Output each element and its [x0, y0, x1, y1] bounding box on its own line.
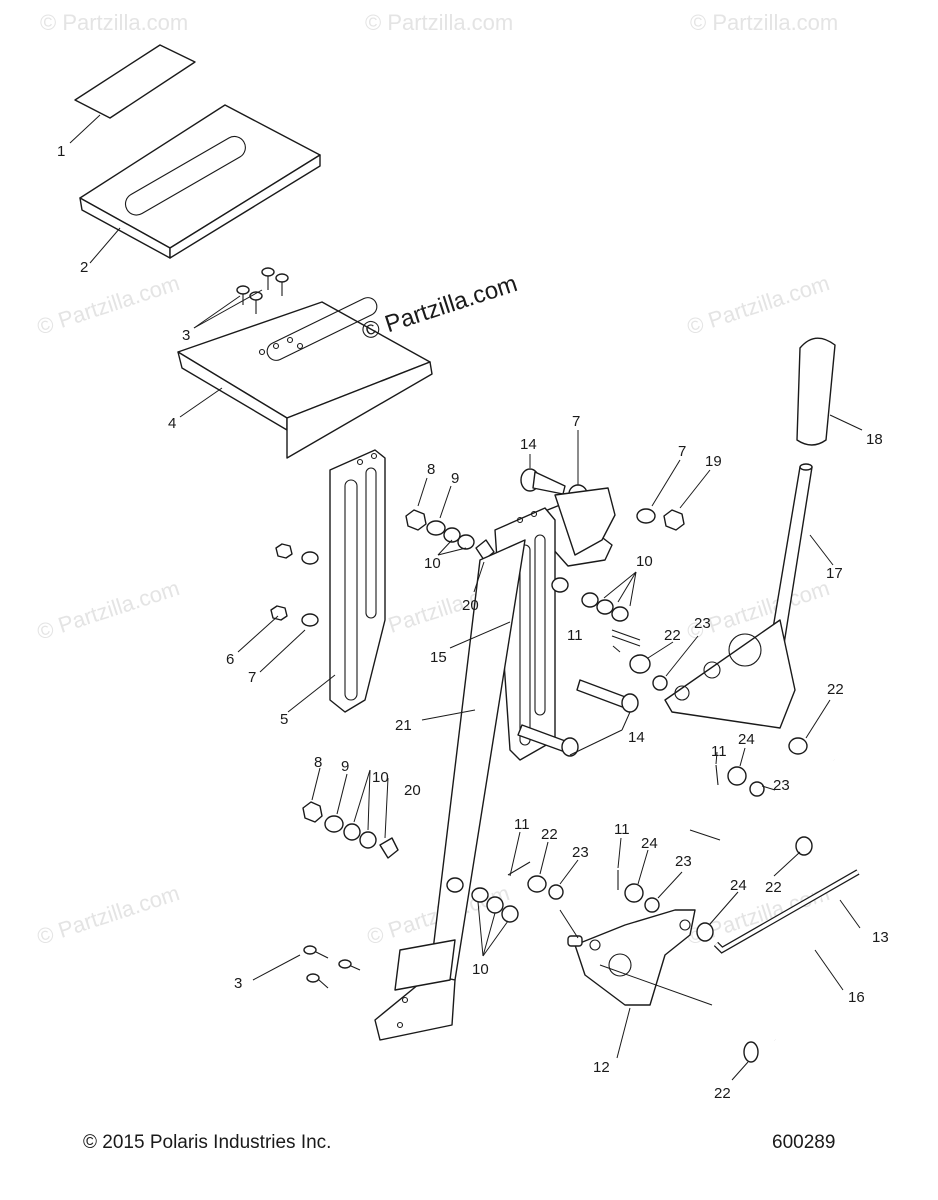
- callout-10: 10: [424, 555, 441, 572]
- watermark-main: © Partzilla.com: [359, 270, 521, 346]
- callout-5: 5: [280, 711, 288, 728]
- callout-9: 9: [341, 758, 349, 775]
- hardware-stack-upper: [405, 509, 495, 561]
- part-14-bolt-top: [520, 468, 566, 495]
- callout-22: 22: [765, 879, 782, 896]
- callout-23: 23: [773, 777, 790, 794]
- callout-24: 24: [641, 835, 658, 852]
- hardware-stack-lower-left: [302, 801, 399, 859]
- hardware-stack-lower-right: [617, 737, 813, 1063]
- callout-11: 11: [514, 816, 530, 833]
- callout-14: 14: [628, 729, 645, 746]
- callout-7: 7: [678, 443, 686, 460]
- callout-17: 17: [826, 565, 843, 582]
- callout-7: 7: [248, 669, 256, 686]
- watermark: © Partzilla.com: [34, 880, 183, 950]
- callout-22: 22: [541, 826, 558, 843]
- part-17-shift-arm: [664, 463, 813, 729]
- callout-12: 12: [593, 1059, 610, 1076]
- callout-11: 11: [567, 627, 583, 644]
- part-21-main-lever: [374, 539, 526, 1041]
- watermark: © Partzilla.com: [684, 270, 833, 340]
- callout-2: 2: [80, 259, 88, 276]
- hardware-stack-lower-mid: [446, 861, 564, 923]
- callout-9: 9: [451, 470, 459, 487]
- hardware-stack-mid: [551, 577, 668, 691]
- callout-13: 13: [872, 929, 889, 946]
- callout-22: 22: [714, 1085, 731, 1102]
- leader-lines: [69, 114, 863, 1081]
- callout-1: 1: [57, 143, 65, 160]
- callout-16: 16: [848, 989, 865, 1006]
- callout-numbers: 1 2 3 4 5 6 7 8 9 10 20 14 7 7 19 10 15 …: [57, 143, 889, 1102]
- part-4-bracket-plate: [177, 297, 433, 459]
- callout-3: 3: [182, 327, 190, 344]
- callout-23: 23: [675, 853, 692, 870]
- watermark: © Partzilla.com: [34, 575, 183, 645]
- part-16-linkage-rod: [774, 758, 846, 1045]
- part-2-pad: [79, 104, 321, 259]
- callout-23: 23: [572, 844, 589, 861]
- part-5-slotted-bracket: [329, 449, 386, 713]
- callout-10: 10: [636, 553, 653, 570]
- callout-18: 18: [866, 431, 883, 448]
- callout-11: 11: [711, 743, 727, 760]
- watermark: © Partzilla.com: [365, 10, 513, 35]
- callout-10: 10: [372, 769, 389, 786]
- callout-23: 23: [694, 615, 711, 632]
- callout-22: 22: [827, 681, 844, 698]
- callout-4: 4: [168, 415, 176, 432]
- part-18-grip: [796, 337, 836, 446]
- callout-11: 11: [614, 821, 630, 838]
- watermark: © Partzilla.com: [690, 10, 838, 35]
- callout-22: 22: [664, 627, 681, 644]
- callout-14: 14: [520, 436, 537, 453]
- callout-19: 19: [705, 453, 722, 470]
- callout-20: 20: [404, 782, 421, 799]
- watermark: © Partzilla.com: [684, 575, 833, 645]
- callout-20: 20: [462, 597, 479, 614]
- part-3-screws-top: [236, 267, 289, 314]
- callout-24: 24: [738, 731, 755, 748]
- callout-7: 7: [572, 413, 580, 430]
- callout-24: 24: [730, 877, 747, 894]
- callout-3: 3: [234, 975, 242, 992]
- part-19-nut: [663, 509, 685, 531]
- part-3-screws-lower: [303, 945, 361, 989]
- callout-6: 6: [226, 651, 234, 668]
- watermark: © Partzilla.com: [40, 10, 188, 35]
- part-14-bolts-lower: [517, 679, 639, 757]
- diagram-number: 600289: [772, 1132, 835, 1153]
- callout-21: 21: [395, 717, 412, 734]
- callout-8: 8: [314, 754, 322, 771]
- part-13-linkage-rod: [713, 869, 860, 954]
- callout-15: 15: [430, 649, 447, 666]
- callout-10: 10: [472, 961, 489, 978]
- part-12-bellcrank: [567, 909, 696, 1006]
- watermark: © Partzilla.com: [34, 270, 183, 340]
- callout-8: 8: [427, 461, 435, 478]
- copyright-text: © 2015 Polaris Industries Inc.: [83, 1132, 331, 1153]
- part-1-decal: [74, 44, 196, 119]
- part-6-7-nuts-washers-left: [270, 543, 319, 627]
- part-15-lever-mount: [494, 487, 616, 761]
